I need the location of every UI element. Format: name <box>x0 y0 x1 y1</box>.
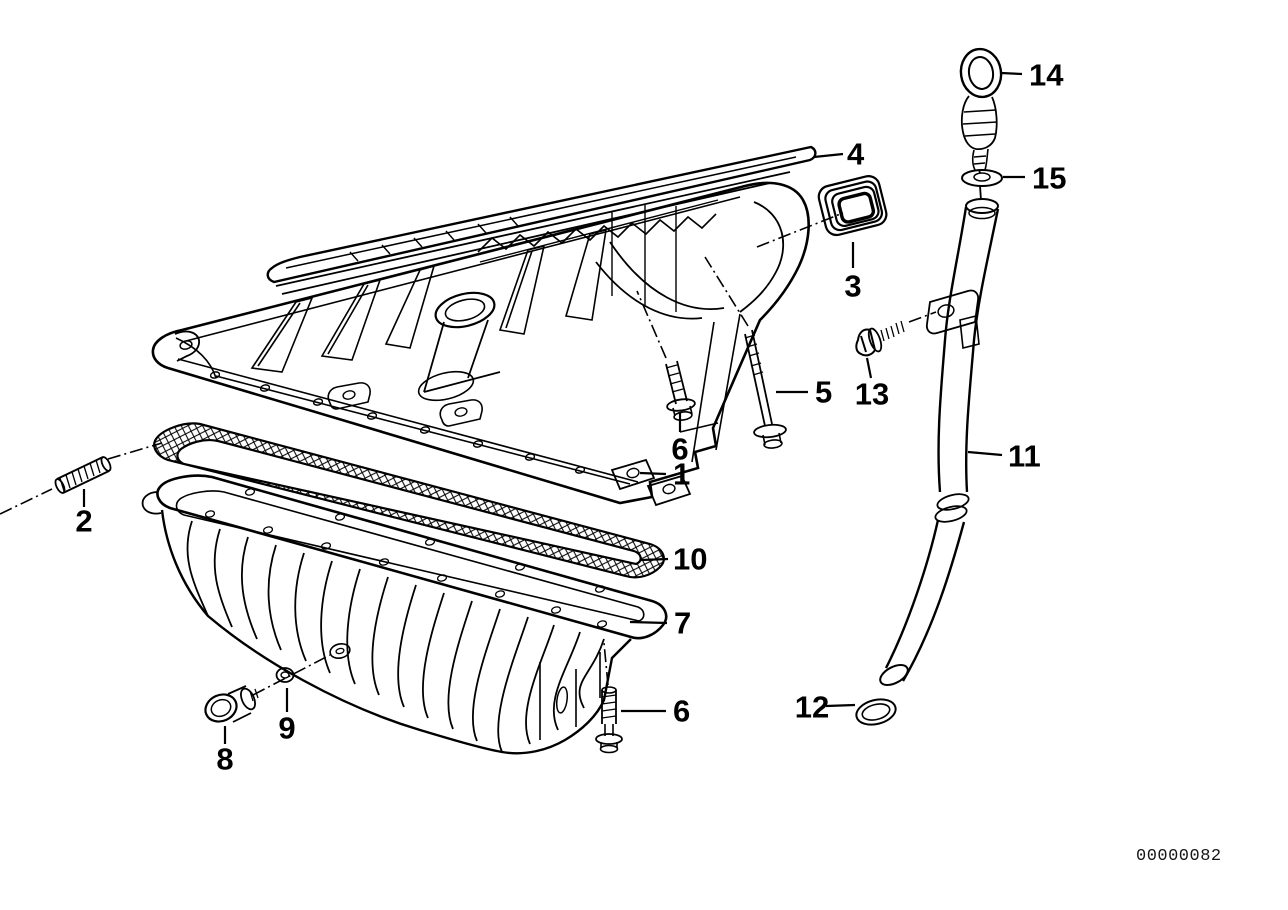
callout-label-12: 12 <box>795 690 829 725</box>
callout-label-6: 6 <box>673 694 690 729</box>
part-drain-plug <box>204 685 259 723</box>
callout-label-13: 13 <box>855 377 889 412</box>
callout-label-4: 4 <box>847 137 865 172</box>
part-bolt-short-13 <box>855 320 905 357</box>
callout-label-10: 10 <box>673 542 707 577</box>
part-dipstick-washer-15 <box>961 169 1003 187</box>
part-bolt-upper-6 <box>665 360 696 421</box>
callout-label-3: 3 <box>844 269 861 304</box>
callout-label-15: 15 <box>1032 161 1066 196</box>
callout-label-6: 6 <box>671 432 688 467</box>
part-bolt-long-5 <box>744 329 787 449</box>
callout-label-1: 1 <box>673 457 690 492</box>
callout-label-5: 5 <box>815 375 832 410</box>
part-guide-tube <box>879 198 1000 686</box>
part-upper-oil-pan <box>151 181 810 507</box>
callout-label-8: 8 <box>216 742 233 777</box>
callout-label-7: 7 <box>674 606 691 641</box>
part-lower-oil-pan <box>141 474 668 755</box>
callout-label-2: 2 <box>75 504 92 539</box>
part-o-ring <box>855 698 897 726</box>
callout-label-9: 9 <box>278 711 295 746</box>
part-seal-washer-9 <box>275 667 295 683</box>
part-seal-grommet <box>817 175 888 237</box>
part-bolt-lower-6 <box>595 686 623 754</box>
callout-label-11: 11 <box>1008 439 1041 474</box>
part-dipstick <box>959 47 1003 201</box>
document-number: 00000082 <box>1136 847 1222 866</box>
part-splash-baffle <box>266 145 817 295</box>
callout-label-14: 14 <box>1029 58 1064 93</box>
part-stud <box>54 456 112 494</box>
assembly-axis-lines <box>0 212 937 696</box>
callout-leader-lines <box>82 71 1025 744</box>
part-gasket <box>153 422 665 579</box>
